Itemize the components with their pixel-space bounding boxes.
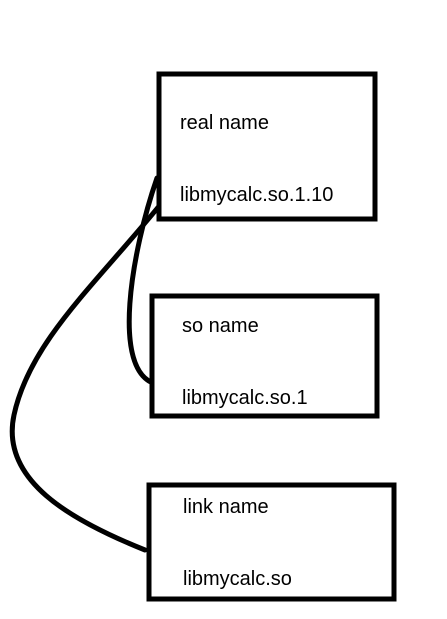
real-name-box: real name libmycalc.so.1.10 [156, 71, 378, 222]
link-name-box: link name libmycalc.so [146, 482, 397, 602]
so-name-value: libmycalc.so.1 [182, 387, 308, 409]
link-name-box-frame [146, 482, 397, 602]
connector-link-to-real [9, 197, 167, 553]
connector-so-to-real [126, 175, 160, 387]
so-name-box-frame [149, 293, 380, 419]
so-name-box: so name libmycalc.so.1 [149, 293, 380, 419]
real-name-title: real name [180, 112, 269, 134]
link-name-title: link name [183, 496, 269, 518]
real-name-value: libmycalc.so.1.10 [180, 184, 333, 206]
so-name-title: so name [182, 315, 259, 337]
link-name-value: libmycalc.so [183, 568, 292, 590]
real-name-box-frame [156, 71, 378, 222]
